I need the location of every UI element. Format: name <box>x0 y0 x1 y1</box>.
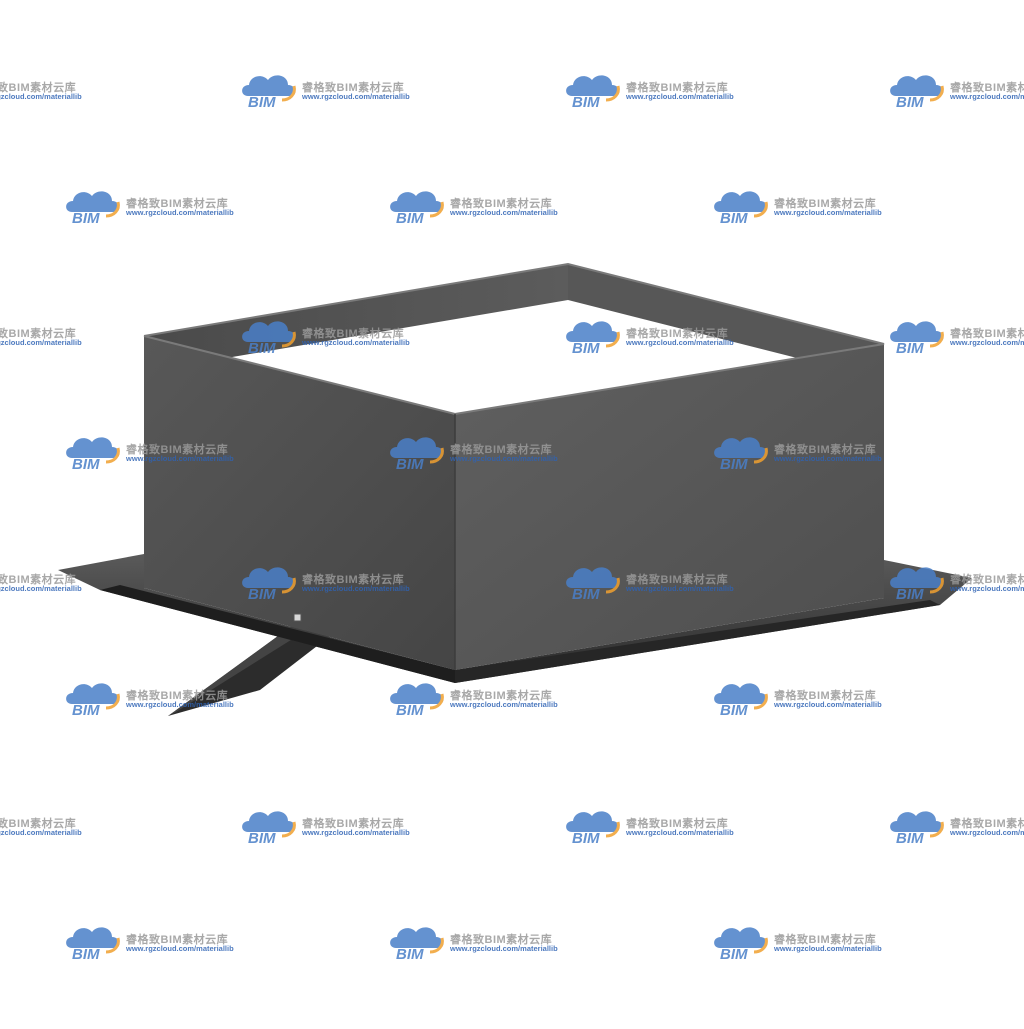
top-rim <box>143 262 885 416</box>
support-bracket <box>168 620 330 716</box>
inner-back-wall <box>144 264 568 372</box>
base-flange-front-edge <box>100 585 455 683</box>
inner-right-wall <box>568 264 884 380</box>
front-left-wall <box>144 336 455 670</box>
front-right-wall <box>455 344 884 670</box>
fastener <box>293 613 302 622</box>
base-flange-right-edge <box>455 600 940 683</box>
support-bracket-face <box>168 620 310 716</box>
